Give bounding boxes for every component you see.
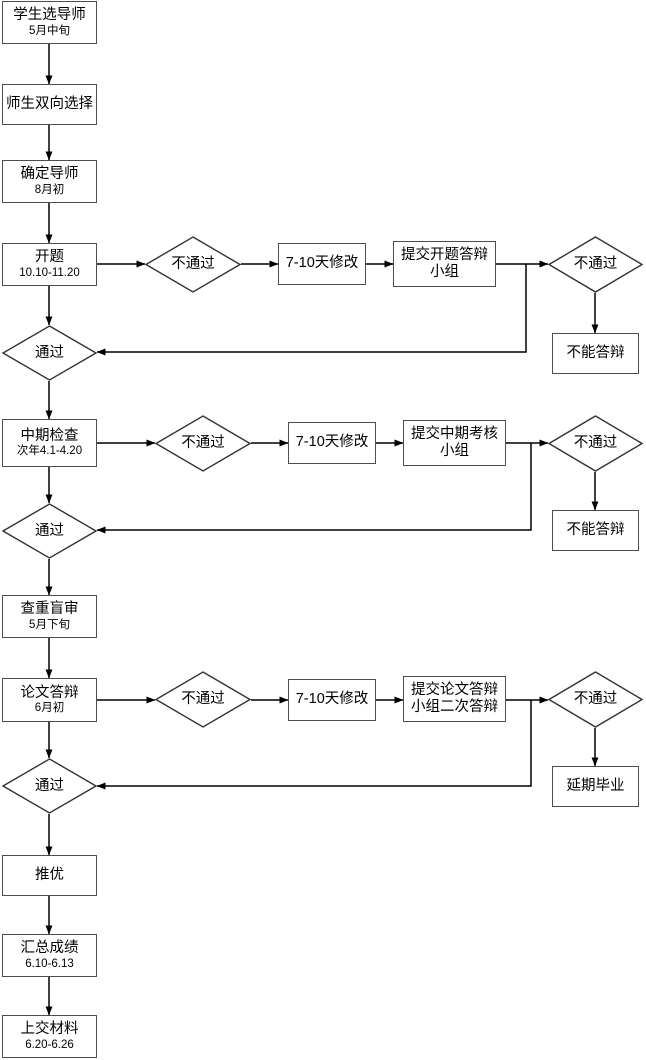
node-label-primary: 提交中期考核小组 — [411, 425, 498, 459]
diamond-shape — [548, 236, 643, 293]
node-label-primary: 不通过 — [171, 256, 215, 273]
diamond-shape — [145, 236, 241, 293]
node-defense-pass[interactable]: 通过 — [2, 758, 97, 814]
diamond-shape — [2, 758, 97, 814]
node-label-primary: 提交论文答辩小组二次答辩 — [411, 681, 498, 715]
node-proposal-revise[interactable]: 7-10天修改 — [278, 243, 366, 285]
node-label-primary: 推优 — [35, 867, 64, 884]
node-label-primary: 汇总成绩 — [20, 940, 79, 957]
node-label-secondary: 次年4.1-4.20 — [16, 445, 83, 458]
diamond-shape — [548, 671, 643, 728]
node-defense-fail-2[interactable]: 不通过 — [548, 671, 643, 728]
node-defense-revise[interactable]: 7-10天修改 — [288, 679, 376, 721]
node-label-primary: 不通过 — [181, 691, 225, 708]
node-midterm[interactable]: 中期检查次年4.1-4.20 — [2, 419, 97, 467]
diamond-shape — [2, 325, 97, 381]
node-label-primary: 延期毕业 — [566, 778, 625, 795]
node-midterm-pass[interactable]: 通过 — [2, 503, 97, 559]
node-label-primary: 不通过 — [181, 435, 225, 452]
node-label-primary: 7-10天修改 — [285, 255, 359, 272]
node-label-primary: 论文答辩 — [20, 684, 79, 701]
node-label-primary: 不能答辩 — [566, 345, 625, 362]
node-label-primary: 通过 — [35, 777, 64, 794]
node-label-primary: 不通过 — [573, 691, 618, 708]
node-label-primary: 7-10天修改 — [295, 434, 369, 451]
node-defense-fail[interactable]: 不通过 — [155, 671, 251, 728]
node-delayed-graduation[interactable]: 延期毕业 — [552, 766, 639, 807]
node-midterm-fail-2[interactable]: 不通过 — [548, 415, 643, 472]
node-midterm-submit[interactable]: 提交中期考核小组 — [403, 420, 506, 466]
node-midterm-revise[interactable]: 7-10天修改 — [288, 422, 376, 464]
node-label-primary: 查重盲审 — [20, 601, 79, 618]
node-proposal-submit[interactable]: 提交开题答辩小组 — [393, 241, 496, 287]
diamond-shape — [2, 503, 97, 559]
node-label-primary: 学生选导师 — [13, 7, 86, 24]
node-label-secondary: 6.20-6.26 — [25, 1038, 74, 1051]
node-label-secondary: 5月中旬 — [29, 24, 70, 37]
diamond-shape — [548, 415, 643, 472]
node-label-primary: 不能答辩 — [566, 522, 625, 539]
node-label-primary: 通过 — [35, 522, 64, 539]
node-label-primary: 不通过 — [573, 256, 618, 273]
node-proposal-fail-2[interactable]: 不通过 — [548, 236, 643, 293]
node-proposal-no-defense[interactable]: 不能答辩 — [552, 333, 639, 374]
node-label-primary: 确定导师 — [20, 166, 79, 183]
node-label-secondary: 8月初 — [34, 183, 65, 196]
node-defense-submit[interactable]: 提交论文答辩小组二次答辩 — [403, 676, 506, 722]
node-recommend[interactable]: 推优 — [2, 855, 97, 896]
node-label-primary: 提交开题答辩小组 — [401, 246, 488, 280]
node-proposal-pass[interactable]: 通过 — [2, 325, 97, 381]
node-label-secondary: 10.10-11.20 — [19, 266, 80, 279]
node-label-primary: 开题 — [35, 249, 64, 266]
node-label-secondary: 5月下旬 — [29, 618, 70, 631]
node-label-secondary: 6月初 — [34, 702, 65, 715]
node-label-primary: 不通过 — [573, 435, 618, 452]
node-label-primary: 师生双向选择 — [6, 96, 93, 113]
node-label-primary: 上交材料 — [20, 1021, 79, 1038]
node-label-secondary: 6.10-6.13 — [25, 957, 74, 970]
node-label-primary: 7-10天修改 — [295, 691, 369, 708]
diamond-shape — [155, 671, 251, 728]
node-label-primary: 通过 — [35, 344, 64, 361]
node-midterm-fail[interactable]: 不通过 — [155, 415, 251, 472]
node-proposal-fail[interactable]: 不通过 — [145, 236, 241, 293]
node-midterm-no-defense[interactable]: 不能答辩 — [552, 510, 639, 551]
diamond-shape — [155, 415, 251, 472]
node-two-way-selection[interactable]: 师生双向选择 — [2, 84, 97, 125]
node-label-primary: 中期检查 — [20, 427, 79, 444]
